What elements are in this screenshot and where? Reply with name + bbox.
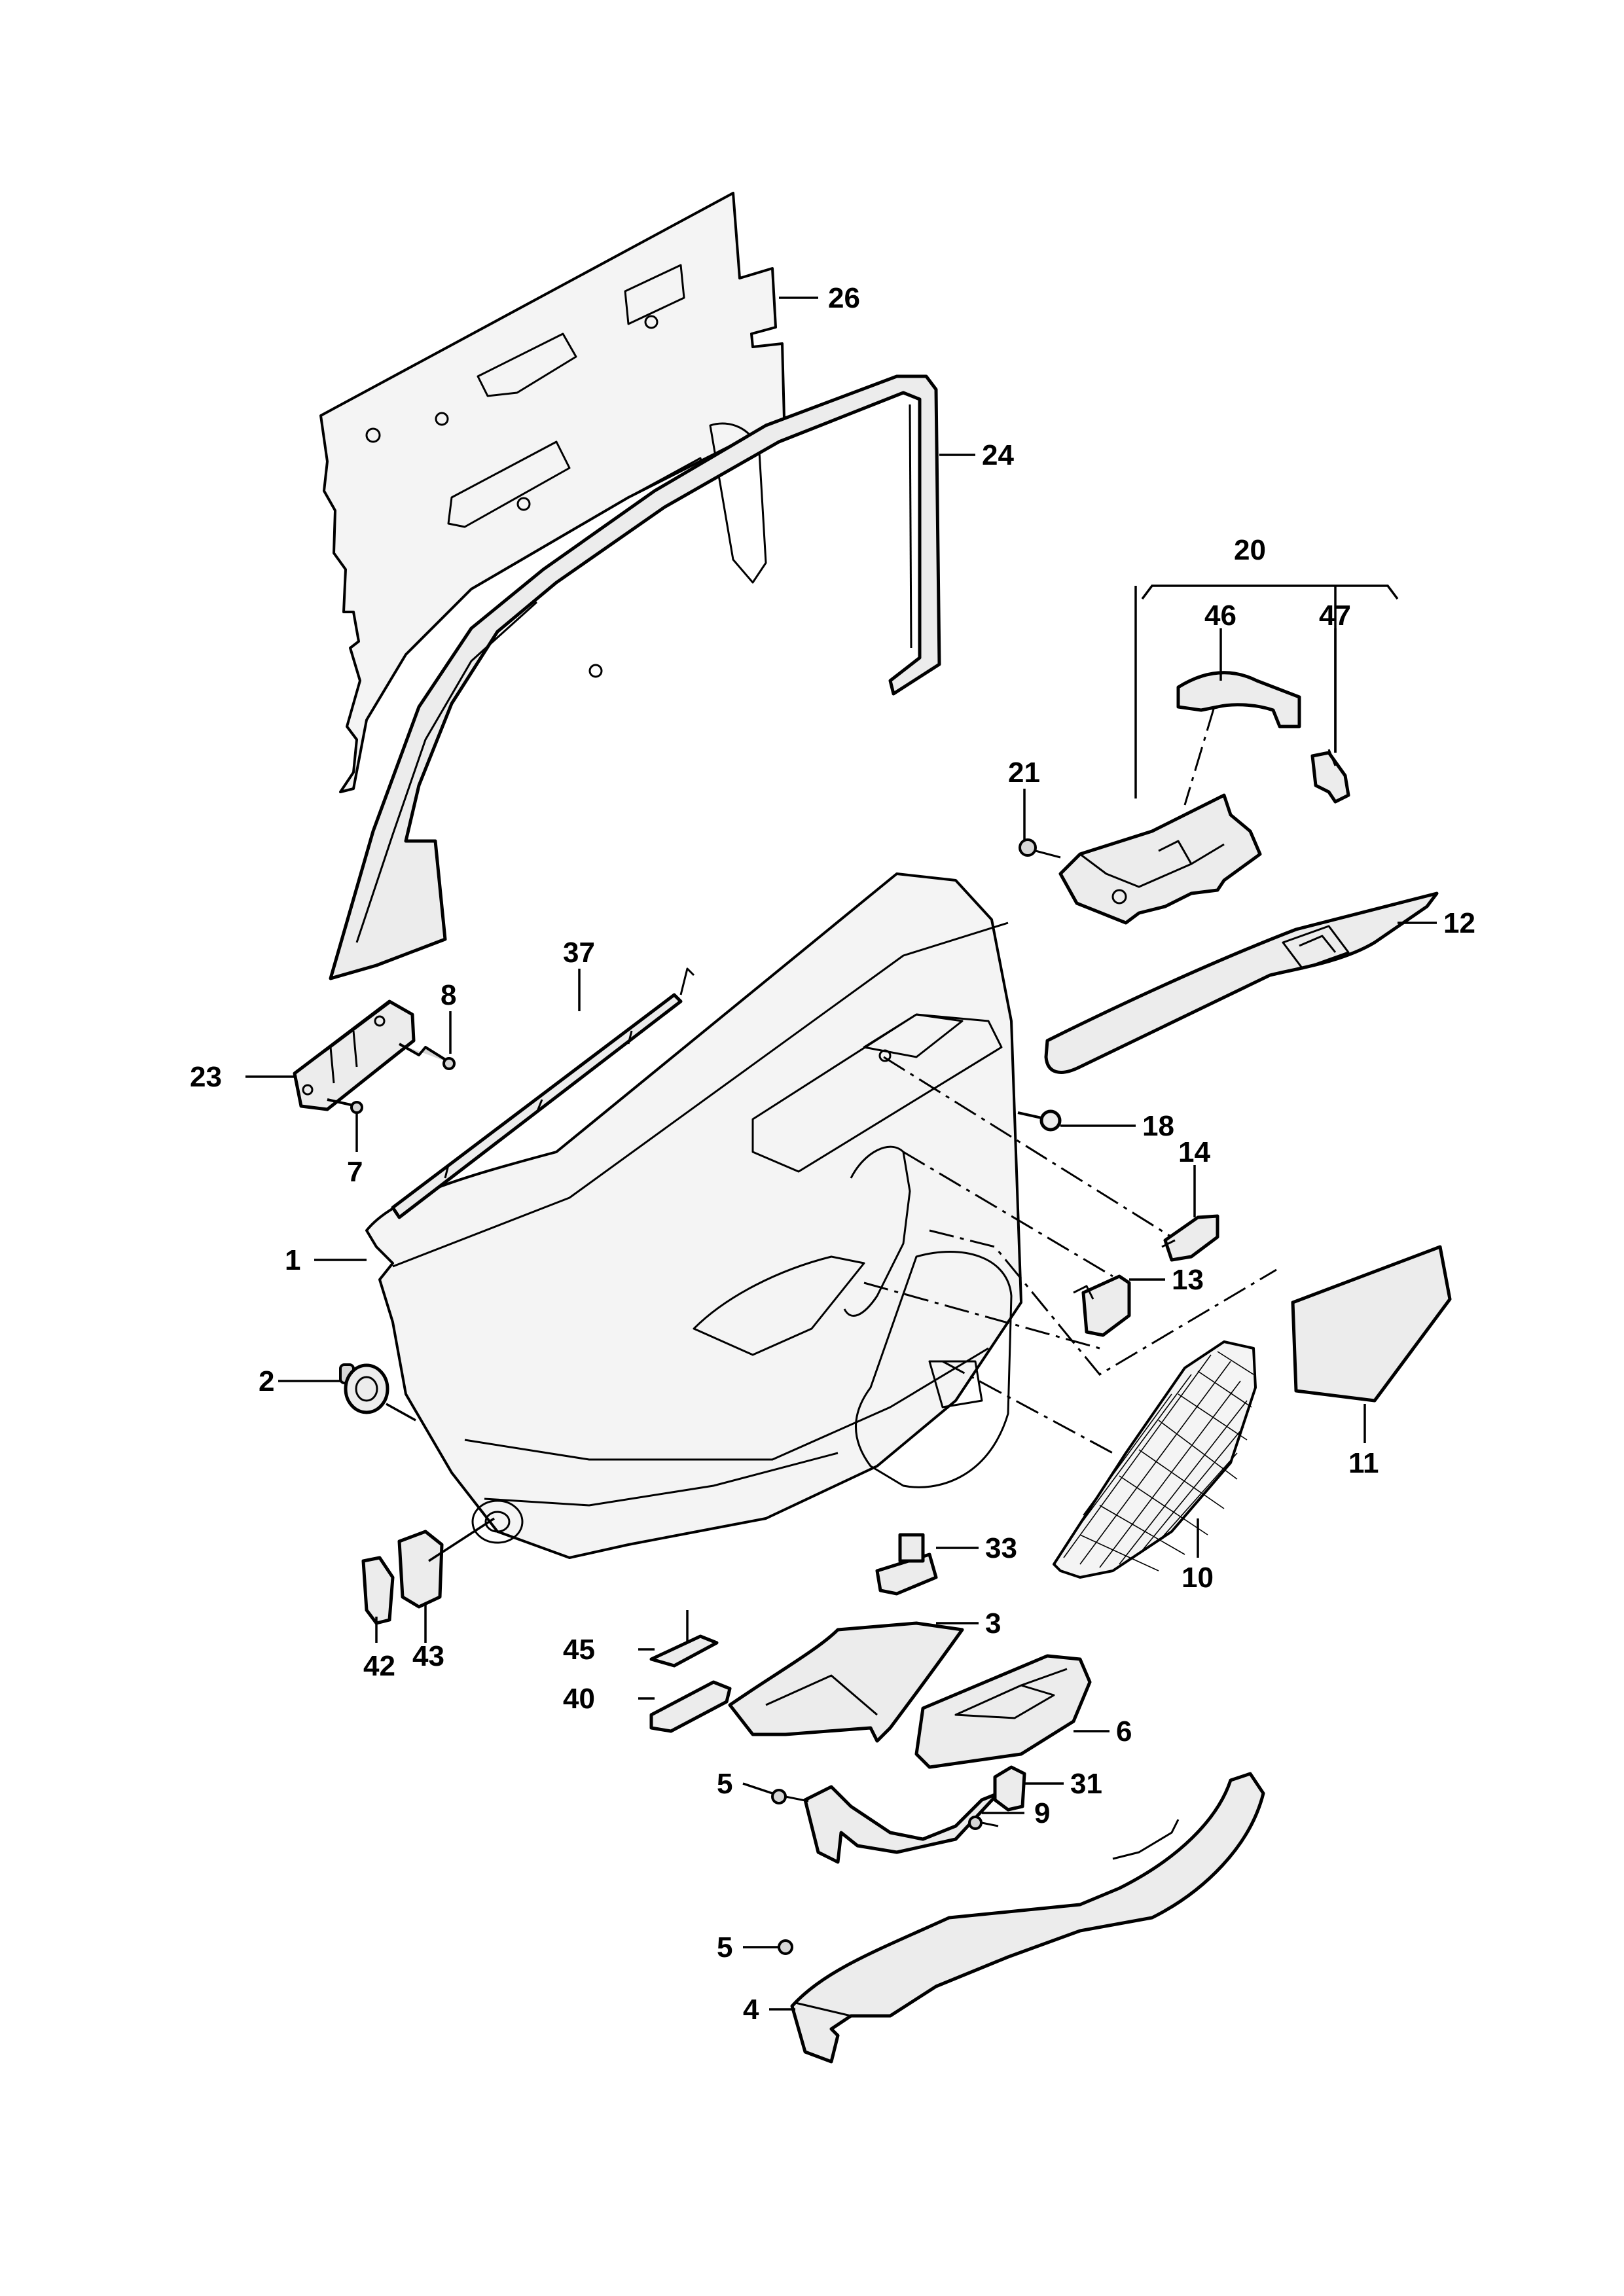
callout-23: 23 bbox=[190, 1061, 222, 1093]
part-1-door-trim-panel bbox=[365, 872, 1022, 1559]
callout-5-lower: 5 bbox=[717, 1931, 732, 1964]
part-23-bracket bbox=[293, 999, 416, 1111]
part-4-armrest bbox=[778, 1772, 1265, 2064]
part-46-cap bbox=[1176, 671, 1301, 728]
callout-14: 14 bbox=[1178, 1136, 1210, 1168]
callout-13: 13 bbox=[1172, 1264, 1204, 1296]
part-40-insert bbox=[649, 1680, 732, 1733]
part-8-screw bbox=[399, 1043, 456, 1070]
leader-lines bbox=[245, 296, 1437, 2011]
grille-mesh bbox=[1063, 1351, 1254, 1571]
callout-45: 45 bbox=[563, 1634, 595, 1666]
callout-8: 8 bbox=[441, 979, 456, 1011]
part-11-panel bbox=[1291, 1245, 1452, 1403]
callout-20: 20 bbox=[1234, 534, 1266, 566]
part-26-insulation-panel bbox=[319, 192, 785, 793]
part-6-switch-housing bbox=[914, 1654, 1092, 1769]
callout-5-upper: 5 bbox=[717, 1768, 732, 1800]
callout-1: 1 bbox=[285, 1244, 300, 1276]
callout-12: 12 bbox=[1443, 907, 1475, 939]
part-12-trim-strip bbox=[1044, 891, 1439, 1074]
callout-21: 21 bbox=[1008, 757, 1040, 789]
reference-lines bbox=[863, 706, 1337, 1454]
part-2-clip bbox=[339, 1363, 389, 1414]
callout-4: 4 bbox=[743, 1994, 759, 2026]
callout-11: 11 bbox=[1348, 1447, 1379, 1479]
part-43-switch bbox=[397, 1530, 444, 1609]
callout-42: 42 bbox=[363, 1650, 395, 1682]
part-7-screw bbox=[327, 1098, 363, 1114]
part-13-cover bbox=[1073, 1274, 1131, 1337]
part-47-clip bbox=[1310, 751, 1350, 804]
callout-31: 31 bbox=[1070, 1768, 1102, 1800]
part-18-screw bbox=[1017, 1109, 1062, 1132]
callout-9: 9 bbox=[1034, 1797, 1050, 1829]
part-42-cap bbox=[361, 1556, 395, 1625]
callout-47: 47 bbox=[1319, 600, 1351, 632]
callout-24: 24 bbox=[982, 439, 1014, 471]
part-14-cover bbox=[1161, 1214, 1219, 1262]
callout-33: 33 bbox=[985, 1532, 1017, 1564]
callout-46: 46 bbox=[1204, 600, 1236, 632]
callout-40: 40 bbox=[563, 1683, 595, 1715]
callouts: 26 24 20 46 47 21 12 37 8 23 18 7 14 1 1… bbox=[190, 282, 1475, 2026]
part-10-speaker-grille bbox=[1053, 1340, 1257, 1579]
callout-10: 10 bbox=[1182, 1562, 1214, 1594]
callout-3: 3 bbox=[985, 1607, 1001, 1640]
callout-7: 7 bbox=[347, 1156, 363, 1188]
callout-18: 18 bbox=[1142, 1110, 1174, 1142]
callout-37: 37 bbox=[563, 937, 595, 969]
callout-43: 43 bbox=[412, 1640, 444, 1672]
part-5-screw-upper bbox=[771, 1789, 809, 1804]
callout-26: 26 bbox=[828, 282, 860, 314]
part-3-storage-tray bbox=[728, 1621, 964, 1743]
callout-2: 2 bbox=[259, 1365, 274, 1397]
part-33-clip bbox=[875, 1533, 938, 1596]
part-45-pad bbox=[649, 1634, 719, 1668]
part-9-screw bbox=[968, 1816, 999, 1830]
part-31-clip bbox=[993, 1765, 1026, 1812]
part-24-window-seal bbox=[329, 374, 941, 980]
part-37-trim-strip bbox=[391, 967, 695, 1219]
part-20-handle-bracket bbox=[1019, 793, 1262, 925]
callout-6: 6 bbox=[1116, 1715, 1132, 1748]
